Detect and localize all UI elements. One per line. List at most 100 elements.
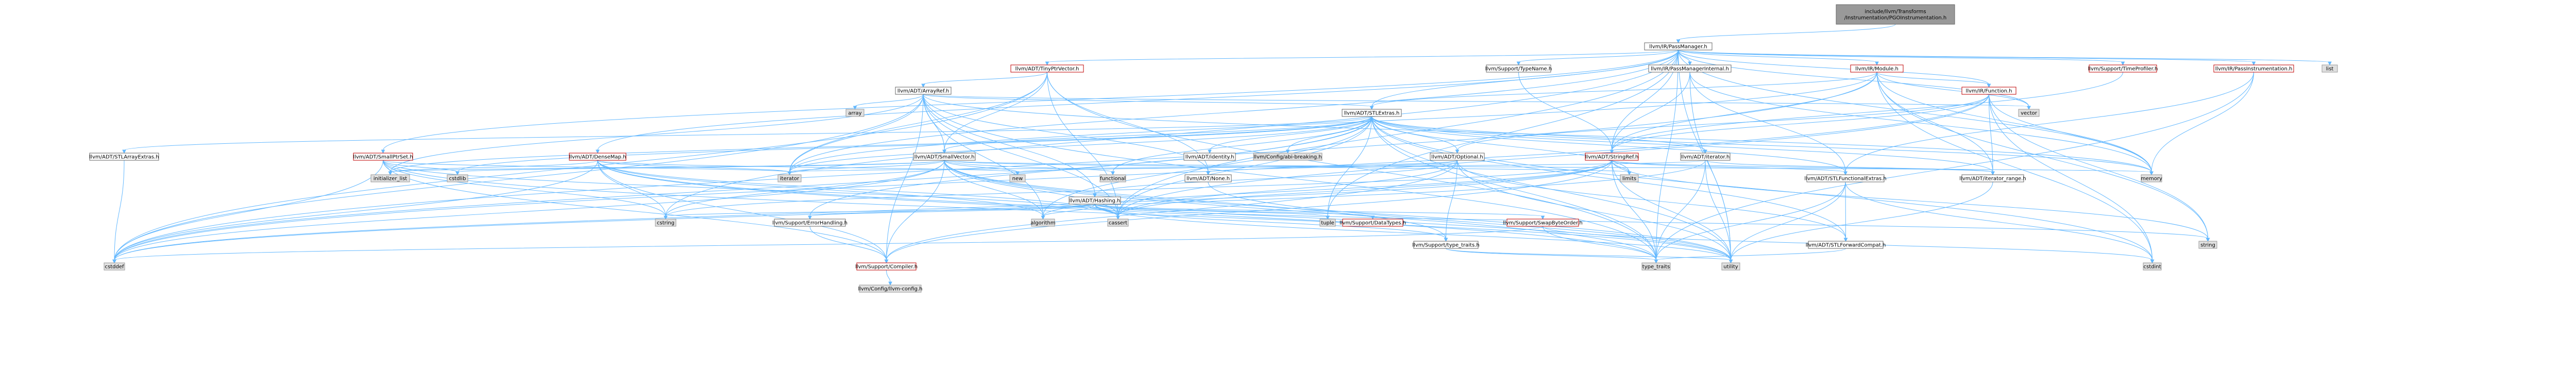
node-optional[interactable]: llvm/ADT/Optional.h — [1430, 153, 1485, 161]
node-smallptrset[interactable]: llvm/ADT/SmallPtrSet.h — [353, 153, 413, 161]
edge-line — [1446, 160, 1458, 239]
edge-arrowhead — [1843, 171, 1848, 176]
edge-typetraits-to-utility — [1446, 248, 1733, 264]
node-identity[interactable]: llvm/ADT/identity.h — [1183, 153, 1236, 161]
edge-stlfunctionalextras-to-stlforwardcompat — [1843, 181, 1848, 242]
node-passmanager[interactable]: llvm/IR/PassManager.h — [1644, 42, 1713, 51]
edge-passmanager-to-module — [1678, 49, 1879, 66]
edge-line — [886, 94, 924, 261]
node-timeprofiler[interactable]: llvm/Support/TimeProfiler.h — [2088, 64, 2158, 73]
node-box — [2213, 64, 2294, 73]
node-arrayref[interactable]: llvm/ADT/ArrayRef.h — [895, 87, 952, 95]
edge-line — [597, 160, 1018, 173]
node-label: string — [2200, 243, 2215, 248]
node-label: limits — [1622, 176, 1636, 182]
node-root[interactable]: include/llvm/Transforms/Instrumentation/… — [1836, 4, 1955, 25]
edge-arrowhead — [1987, 83, 1991, 88]
edge-line — [1612, 160, 1656, 261]
node-passmanagerinternal[interactable]: llvm/IR/PassManagerInternal.h — [1648, 64, 1732, 73]
edge-line — [923, 94, 1043, 217]
edge-arrowhead — [1455, 149, 1460, 154]
edge-line — [1117, 49, 1679, 217]
edge-arrowhead — [1688, 61, 1692, 66]
edge-line — [1876, 72, 2153, 261]
node-label: llvm/Support/TimeProfiler.h — [2088, 66, 2158, 72]
edge-line — [390, 94, 924, 173]
node-module[interactable]: llvm/IR/Module.h — [1850, 64, 1904, 73]
edge-line — [1989, 94, 2153, 261]
node-function[interactable]: llvm/IR/Function.h — [1961, 87, 2016, 95]
edge-line — [114, 160, 1706, 261]
edge-arrowhead — [1843, 238, 1848, 242]
edge-stringref-to-stlfunctionalextras — [1612, 160, 1848, 176]
node-cstdint: cstdint — [2143, 262, 2162, 271]
node-label: llvm/Support/DataTypes.h — [1340, 221, 1406, 226]
edge-line — [809, 226, 887, 261]
edge-arrayref-to-cstddef — [112, 94, 924, 264]
node-datatypes[interactable]: llvm/Support/DataTypes.h — [1340, 219, 1406, 227]
edge-line — [789, 160, 1706, 173]
node-label: llvm/ADT/Hashing.h — [1070, 198, 1121, 204]
edge-line — [124, 116, 1372, 151]
edge-line — [1117, 94, 1989, 217]
edge-line — [1845, 181, 2153, 261]
edge-line — [1656, 72, 2254, 261]
edge-stlforwardcompat-to-type_traits — [1654, 248, 1846, 264]
edge-arrowhead — [1093, 193, 1097, 198]
edge-arrowhead — [122, 149, 126, 154]
node-label: llvm/Support/ErrorHandling.h — [772, 221, 848, 226]
node-stlforwardcompat[interactable]: llvm/ADT/STLForwardCompat.h — [1806, 241, 1886, 249]
node-box — [895, 87, 952, 95]
node-typetraits[interactable]: llvm/Support/type_traits.h — [1412, 241, 1480, 249]
edge-arrayref-to-initializer_list — [388, 94, 924, 176]
node-tinyptrvector[interactable]: llvm/ADT/TinyPtrVector.h — [1010, 64, 1084, 73]
node-smallvector[interactable]: llvm/ADT/SmallVector.h — [913, 153, 976, 161]
node-swapbyteorder[interactable]: llvm/Support/SwapByteOrder.h — [1503, 219, 1583, 227]
node-typename[interactable]: llvm/Support/TypeName.h — [1485, 64, 1552, 73]
node-box — [1506, 219, 1579, 227]
node-stringref[interactable]: llvm/ADT/StringRef.h — [1585, 153, 1639, 161]
edge-arrowhead — [2149, 171, 2154, 176]
node-stlextras[interactable]: llvm/ADT/STLExtras.h — [1342, 109, 1402, 117]
node-label: iterator — [780, 176, 800, 182]
node-box — [1850, 64, 1904, 73]
node-box — [1641, 262, 1671, 271]
node-hashing[interactable]: llvm/ADT/Hashing.h — [1069, 196, 1121, 205]
node-passinstrumentation[interactable]: llvm/IR/PassInstrumentation.h — [2213, 64, 2294, 73]
node-iterator[interactable]: llvm/ADT/iterator.h — [1680, 153, 1731, 161]
node-label: functional — [1100, 176, 1126, 182]
node-cstdlib: cstdlib — [447, 174, 468, 182]
node-stlarrayextras[interactable]: llvm/ADT/STLArrayExtras.h — [89, 153, 159, 161]
edge-line — [1094, 204, 1543, 217]
node-compiler[interactable]: llvm/Support/Compiler.h — [855, 262, 918, 271]
edge-arrayref-to-vector — [923, 94, 2031, 110]
edge-compiler-to-llvmconfig — [886, 270, 892, 286]
dependency-nodes: include/llvm/Transforms/Instrumentation/… — [89, 4, 2338, 293]
node-label: llvm/Support/type_traits.h — [1412, 243, 1479, 248]
edge-smallptrset-to-cstdlib — [383, 160, 460, 176]
edge-line — [1656, 49, 1679, 261]
node-errorhandling[interactable]: llvm/Support/ErrorHandling.h — [772, 219, 848, 227]
node-iterator_range[interactable]: llvm/ADT/iterator_range.h — [1959, 174, 2026, 182]
edge-line — [944, 72, 1047, 151]
edge-iterator-to-type_traits — [1654, 160, 1706, 264]
edge-optional-to-stlforwardcompat — [1457, 160, 1848, 242]
node-none[interactable]: llvm/ADT/None.h — [1184, 174, 1232, 182]
edge-function-to-memory — [1989, 94, 2154, 176]
edge-arrowhead — [1326, 215, 1330, 220]
edge-hashing-to-cstring — [664, 204, 1095, 220]
node-stlfunctionalextras[interactable]: llvm/ADT/STLFunctionalExtras.h — [1804, 174, 1887, 182]
edge-line — [809, 204, 1095, 217]
node-label: llvm/ADT/None.h — [1187, 176, 1230, 182]
node-label: llvm/Support/SwapByteOrder.h — [1503, 221, 1582, 226]
node-llvmconfig: llvm/Config/llvm-config.h — [858, 285, 922, 293]
edge-line — [944, 160, 1656, 261]
node-densemap[interactable]: llvm/ADT/DenseMap.h — [569, 153, 626, 161]
edge-line — [597, 160, 887, 261]
node-label: llvm/ADT/SmallPtrSet.h — [353, 155, 413, 160]
node-label: type_traits — [1642, 264, 1670, 270]
node-cassert: cassert — [1107, 219, 1129, 227]
edge-line — [1371, 116, 2153, 261]
node-label: algorithm — [1030, 221, 1055, 226]
edge-line — [1371, 116, 1993, 173]
